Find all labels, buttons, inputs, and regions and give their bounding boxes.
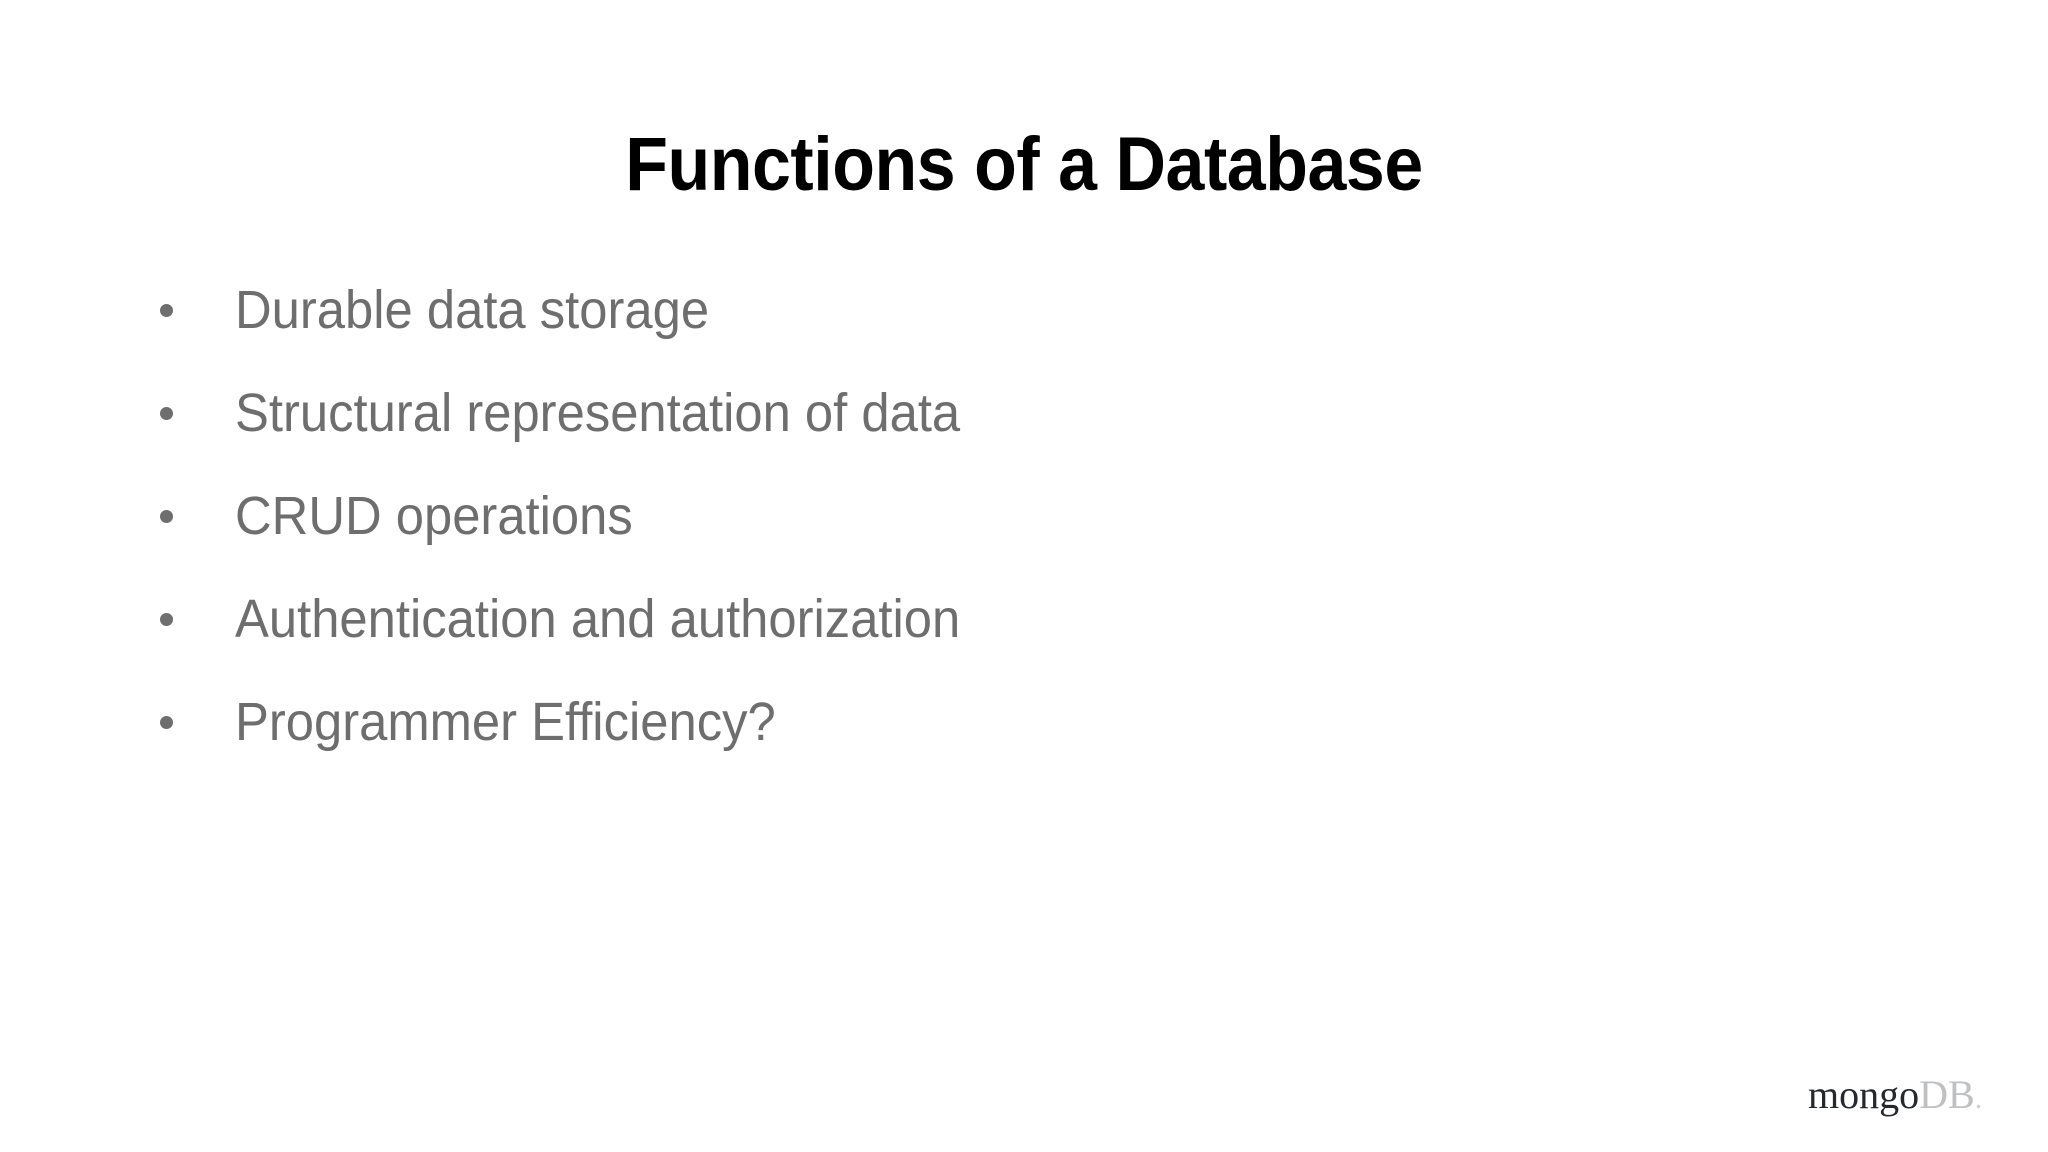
page-title: Functions of a Database bbox=[625, 121, 1423, 207]
list-item: Authentication and authorization bbox=[150, 567, 1850, 670]
bullet-point-icon bbox=[160, 612, 173, 626]
logo-text-mongo: mongo bbox=[1808, 1072, 1920, 1117]
list-item: Structural representation of data bbox=[150, 361, 1850, 464]
list-item: Programmer Efficiency? bbox=[150, 670, 1850, 773]
bullet-item-label: Structural representation of data bbox=[235, 382, 961, 443]
bullet-item-label: CRUD operations bbox=[235, 485, 633, 546]
bullet-item-label: Programmer Efficiency? bbox=[235, 691, 776, 752]
bullet-point-icon bbox=[160, 509, 173, 523]
logo-text-db: DB bbox=[1919, 1072, 1975, 1117]
bullet-list: Durable data storage Structural represen… bbox=[150, 258, 1850, 773]
mongodb-logo: mongoDB. bbox=[1808, 1072, 1982, 1122]
bullet-point-icon bbox=[160, 303, 173, 317]
bullet-point-icon bbox=[160, 715, 173, 729]
list-item: Durable data storage bbox=[150, 258, 1850, 361]
list-item: CRUD operations bbox=[150, 464, 1850, 567]
bullet-item-label: Authentication and authorization bbox=[235, 588, 961, 649]
bullet-item-label: Durable data storage bbox=[235, 279, 710, 340]
logo-text-dot: . bbox=[1974, 1082, 1983, 1115]
bullet-point-icon bbox=[160, 406, 173, 420]
